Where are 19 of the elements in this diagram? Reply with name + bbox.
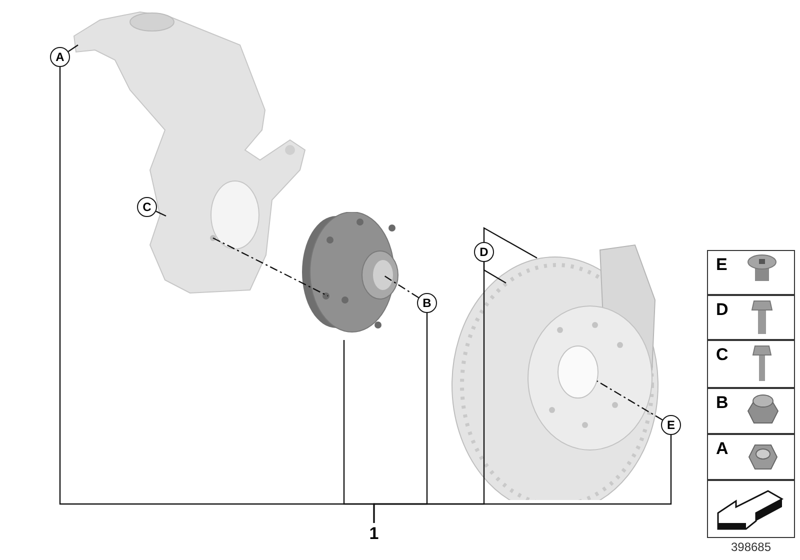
leader-line [68, 44, 78, 52]
part-letter: B [716, 393, 728, 413]
callout-letter: B [417, 293, 437, 313]
callout-letter: A [50, 47, 70, 67]
callout-letter: D [474, 242, 494, 262]
leader-line [483, 226, 538, 259]
leader-line [596, 380, 663, 420]
part-letter: D [716, 300, 728, 320]
leader-line [382, 274, 419, 298]
callout-letter: C [137, 197, 157, 217]
callout-number: 1 [366, 523, 382, 545]
part-letter: C [716, 345, 728, 365]
callout-letter: E [661, 415, 681, 435]
leader-line [212, 237, 328, 297]
part-letter: E [716, 255, 728, 275]
leader-line [373, 435, 672, 523]
part-letter: A [716, 439, 728, 459]
illustration-number: 398685 [730, 540, 772, 554]
leader-line [156, 210, 166, 217]
